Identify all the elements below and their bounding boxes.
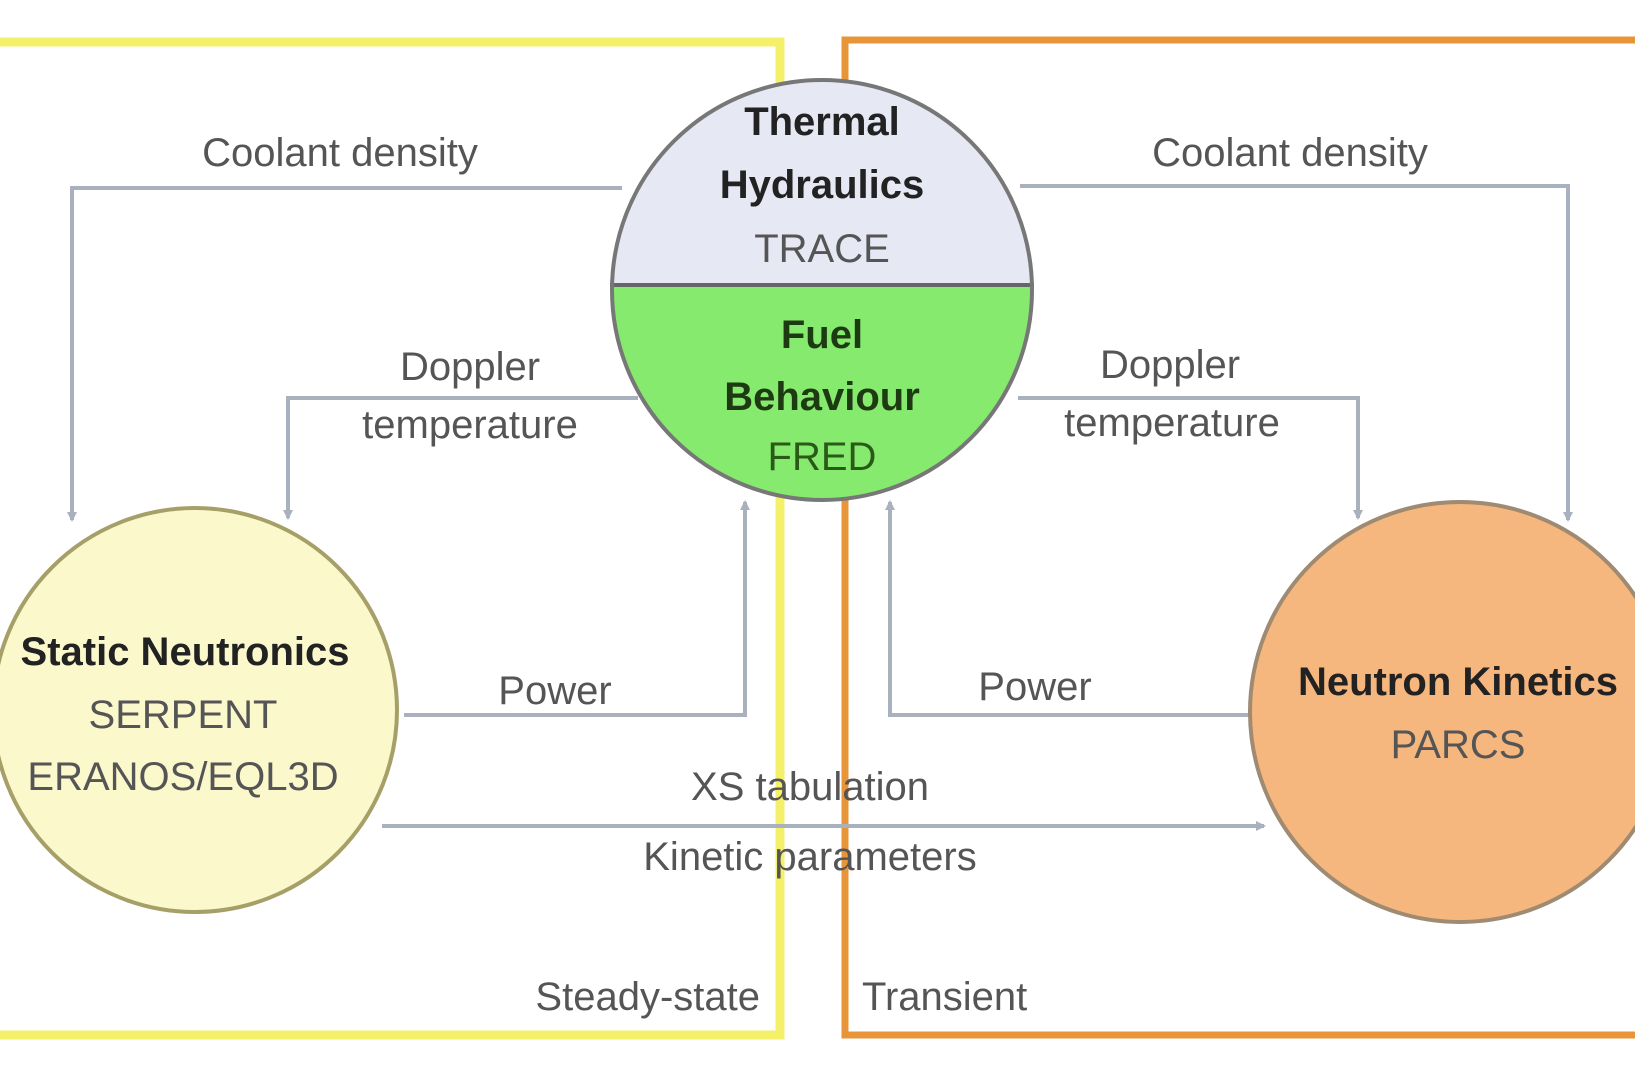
doppler-left-label-1: Doppler xyxy=(400,345,540,389)
xs-tabulation-label: XS tabulation xyxy=(691,765,929,809)
power-right-label: Power xyxy=(978,665,1091,709)
neutron-kinetics-title: Neutron Kinetics xyxy=(1298,660,1618,704)
fuel-behaviour-title-1: Fuel xyxy=(781,313,863,357)
static-neutronics-node xyxy=(0,506,399,914)
thermal-fuel-outline xyxy=(610,78,1034,502)
neutron-kinetics-code: PARCS xyxy=(1391,723,1526,767)
neutron-kinetics-node xyxy=(1248,500,1635,924)
static-neutronics-code-eranos: ERANOS/EQL3D xyxy=(27,755,338,799)
doppler-right-label-1: Doppler xyxy=(1100,343,1240,387)
kinetic-parameters-label: Kinetic parameters xyxy=(643,835,976,879)
power-left-arrow xyxy=(404,500,750,717)
static-neutronics-title: Static Neutronics xyxy=(21,630,350,674)
fuel-behaviour-title-2: Behaviour xyxy=(724,375,920,419)
doppler-left-label-2: temperature xyxy=(362,403,578,447)
fuel-behaviour-code: FRED xyxy=(768,435,877,479)
thermal-hydraulics-title-1: Thermal xyxy=(744,100,900,144)
doppler-right-arrow xyxy=(1018,396,1363,520)
transient-frame xyxy=(841,36,1635,1039)
coolant-density-right-arrow xyxy=(1020,184,1573,522)
coolant-density-left-label: Coolant density xyxy=(202,131,478,175)
steady-state-frame xyxy=(0,37,785,1040)
doppler-right-label-2: temperature xyxy=(1064,401,1280,445)
steady-state-label: Steady-state xyxy=(535,975,760,1019)
coolant-density-left-arrow xyxy=(67,186,622,522)
coolant-density-right-label: Coolant density xyxy=(1152,131,1428,175)
power-left-label: Power xyxy=(498,669,611,713)
static-neutronics-code-serpent: SERPENT xyxy=(89,693,278,737)
thermal-hydraulics-code: TRACE xyxy=(754,227,890,271)
thermal-hydraulics-title-2: Hydraulics xyxy=(720,163,925,207)
doppler-left-arrow xyxy=(283,396,638,520)
power-right-arrow xyxy=(885,500,1252,717)
transient-label: Transient xyxy=(862,975,1027,1019)
